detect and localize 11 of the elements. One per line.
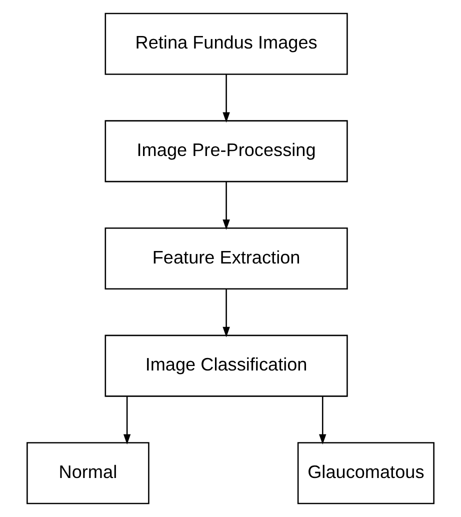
node-box: Glaucomatous [297,442,434,504]
node-box: Image Classification [104,334,348,397]
arrow [123,396,131,445]
node-box: Feature Extraction [104,227,348,290]
node-box: Normal [26,442,150,504]
arrow [319,396,326,445]
node-box: Image Pre-Processing [104,120,348,182]
arrow [222,74,230,123]
arrow [222,182,230,230]
node-box: Retina Fundus Images [104,12,348,75]
arrow [222,288,230,338]
